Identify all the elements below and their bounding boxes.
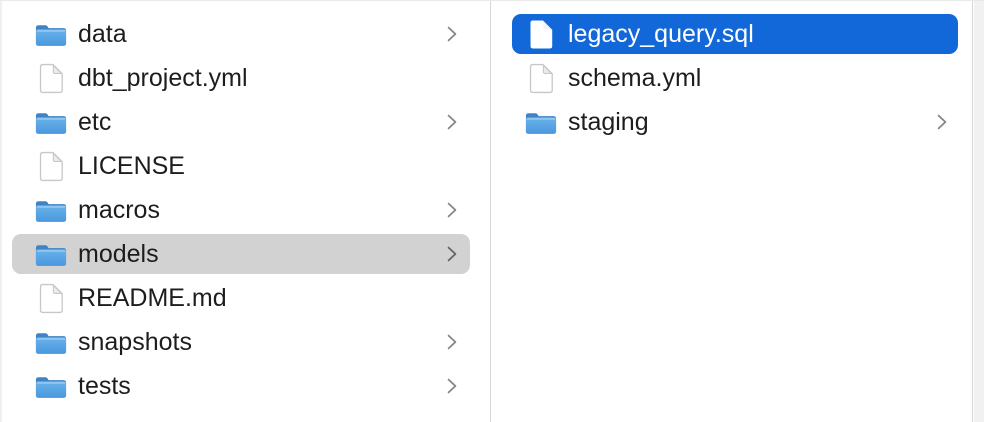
folder-icon [34,106,68,138]
row-dbt-project-yml[interactable]: dbt_project.yml [12,58,470,98]
folder-icon [34,326,68,358]
item-label: README.md [78,283,227,312]
item-label: snapshots [78,327,192,356]
document-icon [524,62,558,94]
row-legacy-query-sql-selected[interactable]: legacy_query.sql [512,14,958,54]
document-icon [34,62,68,94]
item-label: schema.yml [568,63,702,92]
document-icon [34,282,68,314]
item-label: macros [78,195,160,224]
folder-icon [524,106,558,138]
row-etc[interactable]: etc [12,102,470,142]
item-label: data [78,19,127,48]
folder-icon [34,370,68,402]
item-label: LICENSE [78,151,185,180]
row-license[interactable]: LICENSE [12,146,470,186]
folder-icon [34,18,68,50]
chevron-right-icon [446,333,458,351]
item-label: etc [78,107,112,136]
next-column-strip [974,1,984,422]
row-data[interactable]: data [12,14,470,54]
item-label: staging [568,107,649,136]
column-models-parent: data dbt_project.yml etc LICENSE macros … [0,1,491,422]
item-label: legacy_query.sql [568,19,754,48]
item-label: dbt_project.yml [78,63,248,92]
row-snapshots[interactable]: snapshots [12,322,470,362]
chevron-right-icon [446,201,458,219]
chevron-right-icon [446,245,458,263]
document-icon [34,150,68,182]
document-icon [524,18,558,50]
row-schema-yml[interactable]: schema.yml [512,58,958,98]
chevron-right-icon [446,113,458,131]
folder-icon [34,194,68,226]
row-readme-md[interactable]: README.md [12,278,470,318]
row-staging[interactable]: staging [512,102,958,142]
item-label: tests [78,371,131,400]
chevron-right-icon [446,377,458,395]
chevron-right-icon [936,113,948,131]
row-models-selected[interactable]: models [12,234,470,274]
item-label: models [78,239,159,268]
row-tests[interactable]: tests [12,366,470,406]
column-models-contents: legacy_query.sql schema.yml staging [491,1,973,422]
row-macros[interactable]: macros [12,190,470,230]
chevron-right-icon [446,25,458,43]
folder-icon [34,238,68,270]
